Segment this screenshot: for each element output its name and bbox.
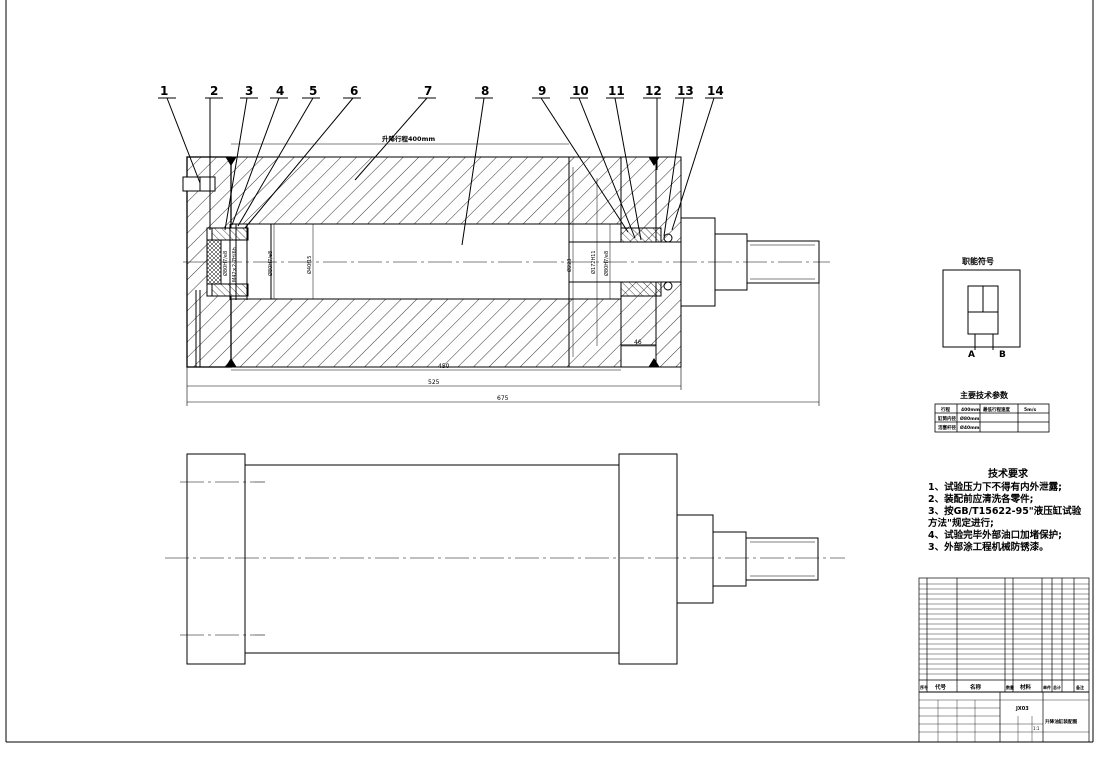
bom-header-cell: 数量 [1005,684,1014,690]
bom-table [918,577,1090,743]
drawing-scale: 1:1 [1033,726,1040,731]
outside-view [165,453,845,665]
params-table [934,403,1050,433]
bom-header-cell: 代号 [934,683,947,691]
dim-675: 675 [497,395,509,402]
param-cell: Ø80mm [960,415,980,422]
tech-req-line: 3、按GB/T15622-95"液压缸试验 [928,506,1082,517]
part-label-8: 8 [481,84,489,98]
bom-header: 序号 代号 名称 数量 材料 单件 总计 备注 [919,683,1084,691]
dim-dia-172: Ø172H11 [590,250,597,274]
tech-req-line: 2、装配前应清洗各零件; [928,494,1034,505]
part-label-13: 13 [677,84,694,98]
part-label-9: 9 [538,84,546,98]
part-label-12: 12 [645,84,662,98]
part-label-1: 1 [160,84,168,98]
part-label-6: 6 [350,84,358,98]
dim-dia-thread: M42×2-7H/6h [232,247,238,282]
part-label-2: 2 [210,84,218,98]
param-cell: 活塞杆径 [938,424,956,431]
bom-header-cell: 总计 [1053,684,1061,690]
symbol-title: 职能符号 [962,256,994,266]
param-cell: 行程 [940,406,950,413]
section-view [158,97,830,406]
dim-46: 46 [634,339,642,346]
tech-req-line: 4、试验完毕外部油口加堵保护; [928,530,1062,541]
part-label-11: 11 [608,84,625,98]
dim-dia-80f7-c: Ø80H7/e8 [603,251,610,276]
port-b-label: B [999,350,1006,360]
part-number-labels: 1 2 3 4 5 6 7 8 9 10 11 12 13 14 [160,84,724,98]
dimension-labels: 升降行程400mm 450 525 675 46 Ø80H7/e8 M42×2-… [222,134,642,402]
tech-req-title: 技术要求 [988,469,1028,480]
part-label-14: 14 [707,84,724,98]
drawing-number: JX03 [1015,706,1029,712]
dim-450: 450 [438,363,450,370]
param-cell: 400mm [961,407,980,413]
param-cell: Ø40mm [960,424,980,431]
dim-dia-223: Ø223 [566,259,573,272]
dim-dia-80f7-b: Ø80H7/e8 [267,251,274,276]
hydraulic-symbol [942,269,1021,350]
bom-header-cell: 名称 [970,683,982,691]
dim-525: 525 [428,379,440,386]
part-label-3: 3 [245,84,253,98]
params-title: 主要技术参数 [960,390,1009,400]
param-cell: 5m/s [1024,407,1036,413]
bom-header-cell: 单件 [1043,684,1051,690]
tech-req-line: 3、外部涂工程机械防锈漆。 [928,542,1049,553]
tech-req-line: 方法"规定进行; [928,518,994,529]
params-cells: 行程 400mm 最低行程速度 5m/s 缸筒内径 Ø80mm 活塞杆径 Ø40… [937,406,1036,431]
bom-header-cell: 备注 [1075,684,1084,690]
dim-dia-80f7-a: Ø80H7/e8 [222,251,229,276]
stroke-label: 升降行程400mm [382,134,435,143]
tech-req-line: 1、试验压力下不得有内外泄露; [928,482,1062,493]
param-cell: 缸筒内径 [937,415,956,422]
port-a-label: A [968,350,975,360]
tech-requirements: 技术要求 1、试验压力下不得有内外泄露; 2、装配前应清洗各零件; 3、按GB/… [928,469,1088,554]
part-label-5: 5 [309,84,317,98]
part-label-4: 4 [276,84,284,98]
bom-header-cell: 序号 [919,684,928,690]
param-cell: 最低行程速度 [983,406,1010,413]
dim-dia-40f15: Ø40f15 [306,256,313,274]
drawing-title: 升降油缸装配图 [1045,718,1078,725]
part-label-10: 10 [572,84,589,98]
drawing-frame [5,0,1094,743]
part-label-7: 7 [424,84,432,98]
bom-header-cell: 材料 [1020,683,1032,691]
